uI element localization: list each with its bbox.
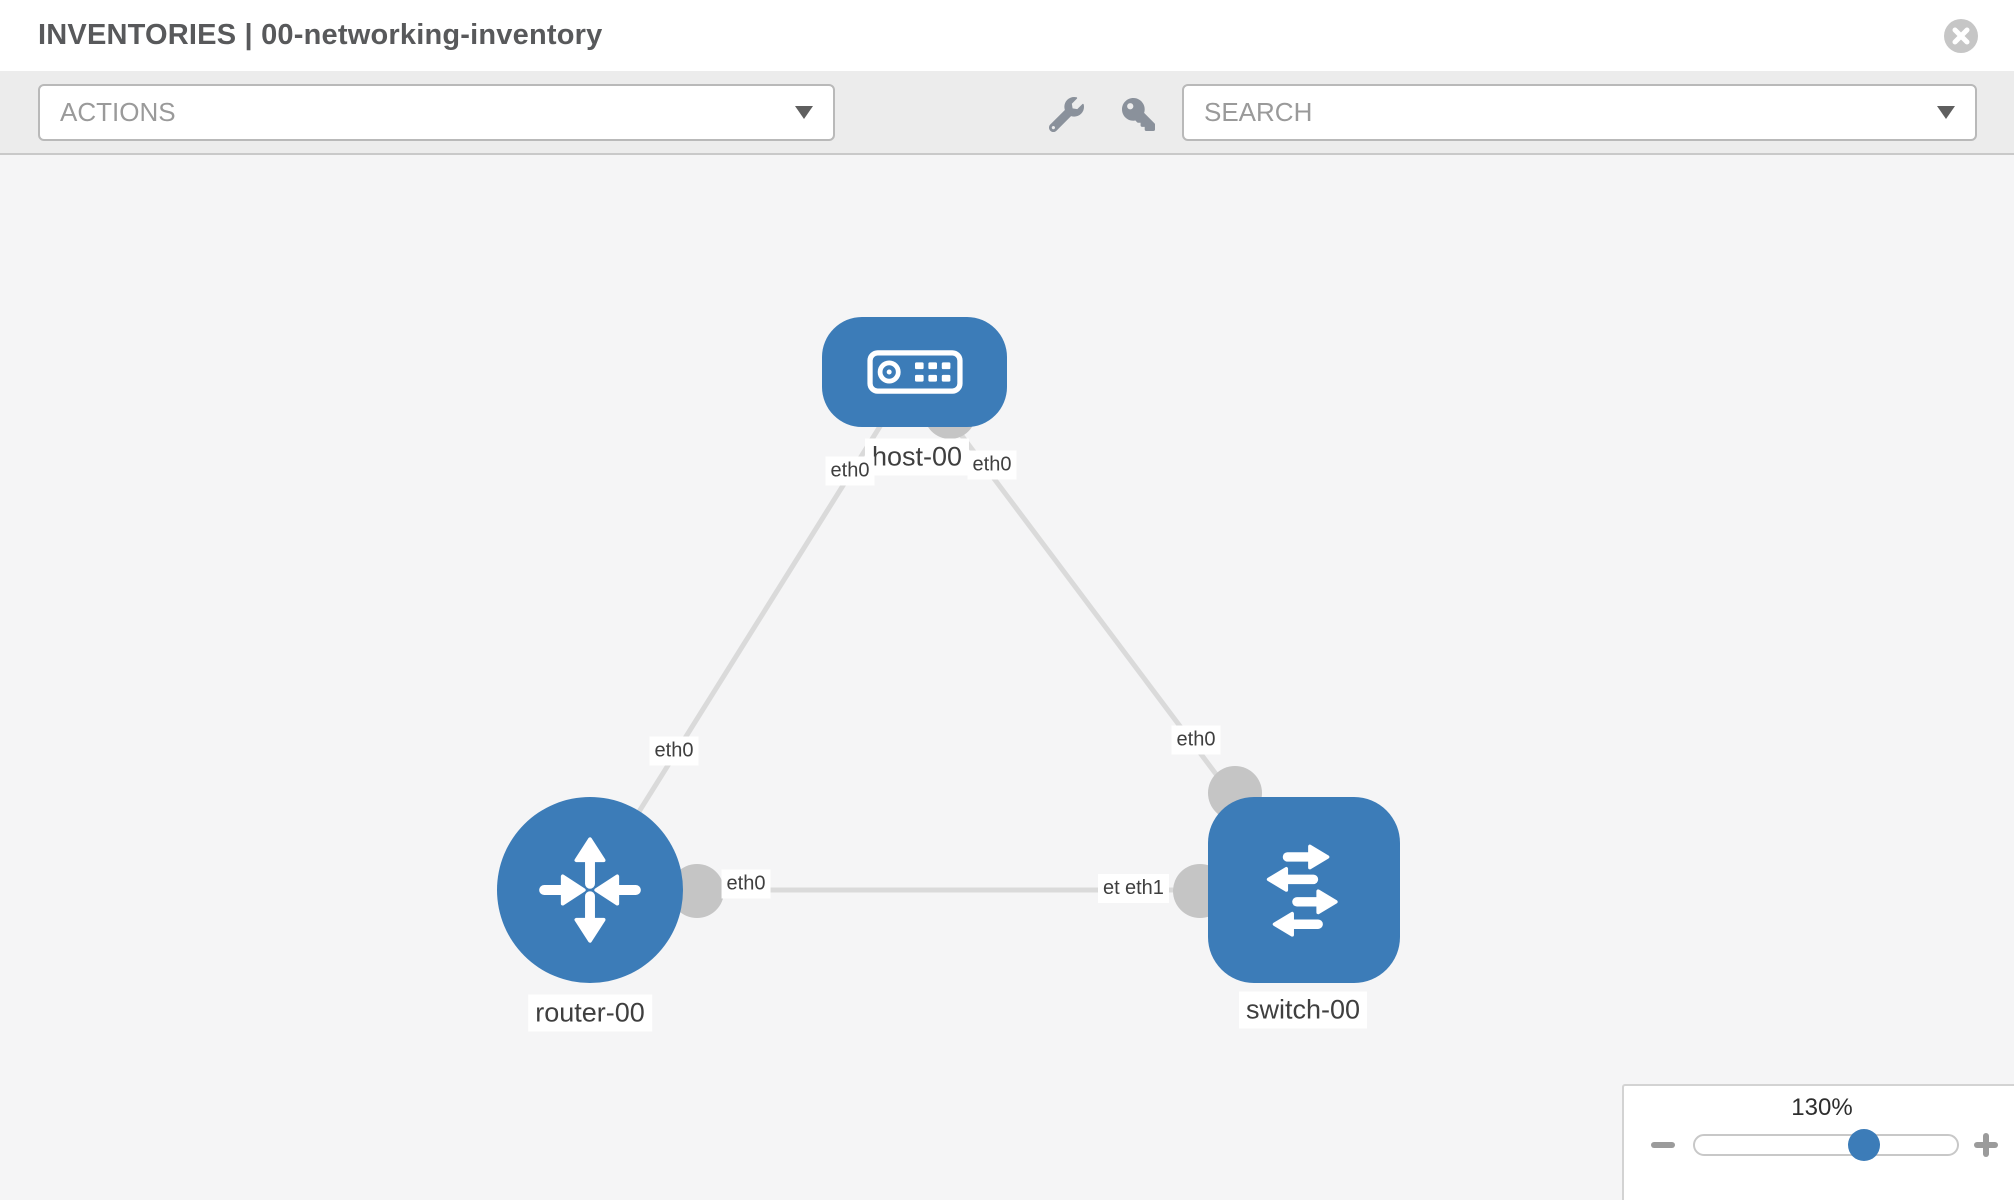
links-layer	[587, 370, 1305, 918]
plus-icon	[1983, 1133, 1989, 1157]
close-icon	[1952, 27, 1970, 45]
chevron-down-icon	[795, 106, 813, 119]
switch-icon	[1266, 844, 1338, 937]
interface-label-host-eth0-right: eth0	[967, 450, 1017, 480]
zoom-slider-knob[interactable]	[1848, 1129, 1880, 1161]
interface-label-host-eth0-left: eth0	[825, 456, 875, 486]
host-icon	[866, 350, 963, 394]
node-label-switch: switch-00	[1238, 991, 1368, 1029]
zoom-slider-track[interactable]	[1693, 1134, 1959, 1156]
topology-canvas[interactable]: host-00 router-00 switch-00 eth0 eth0 et…	[0, 155, 2014, 1200]
page-title: INVENTORIES | 00-networking-inventory	[38, 19, 603, 51]
interface-label-router-eth0-top: eth0	[649, 736, 699, 766]
toolbar: ACTIONS SEARCH	[0, 71, 2014, 155]
interface-connector	[670, 864, 724, 918]
node-label-host: host-00	[864, 438, 970, 476]
tools-button[interactable]	[1046, 94, 1086, 134]
zoom-level-label: 130%	[1791, 1094, 1853, 1121]
close-button[interactable]	[1944, 19, 1978, 53]
zoom-panel: 130%	[1622, 1084, 2014, 1200]
node-router-00[interactable]	[497, 797, 683, 983]
node-switch-00[interactable]	[1208, 797, 1400, 983]
minus-icon	[1651, 1142, 1675, 1148]
header: INVENTORIES | 00-networking-inventory	[0, 0, 2014, 71]
search-dropdown-value: SEARCH	[1204, 97, 1313, 127]
interface-label-switch-eth0-top: eth0	[1171, 725, 1221, 755]
wrench-icon	[1048, 96, 1084, 132]
actions-dropdown[interactable]: ACTIONS	[38, 84, 835, 141]
interface-label-router-eth0-right: eth0	[721, 869, 771, 899]
key-icon	[1121, 97, 1155, 131]
interface-label-switch-eth1: eth1	[1120, 874, 1169, 903]
zoom-in-button[interactable]	[1974, 1133, 1998, 1157]
actions-dropdown-value: ACTIONS	[60, 97, 176, 127]
credentials-button[interactable]	[1118, 94, 1158, 134]
node-host-00[interactable]	[822, 317, 1007, 427]
node-label-router: router-00	[528, 994, 652, 1032]
chevron-down-icon	[1937, 106, 1955, 119]
router-icon	[539, 837, 641, 943]
zoom-out-button[interactable]	[1651, 1133, 1675, 1157]
search-dropdown[interactable]: SEARCH	[1182, 84, 1977, 141]
